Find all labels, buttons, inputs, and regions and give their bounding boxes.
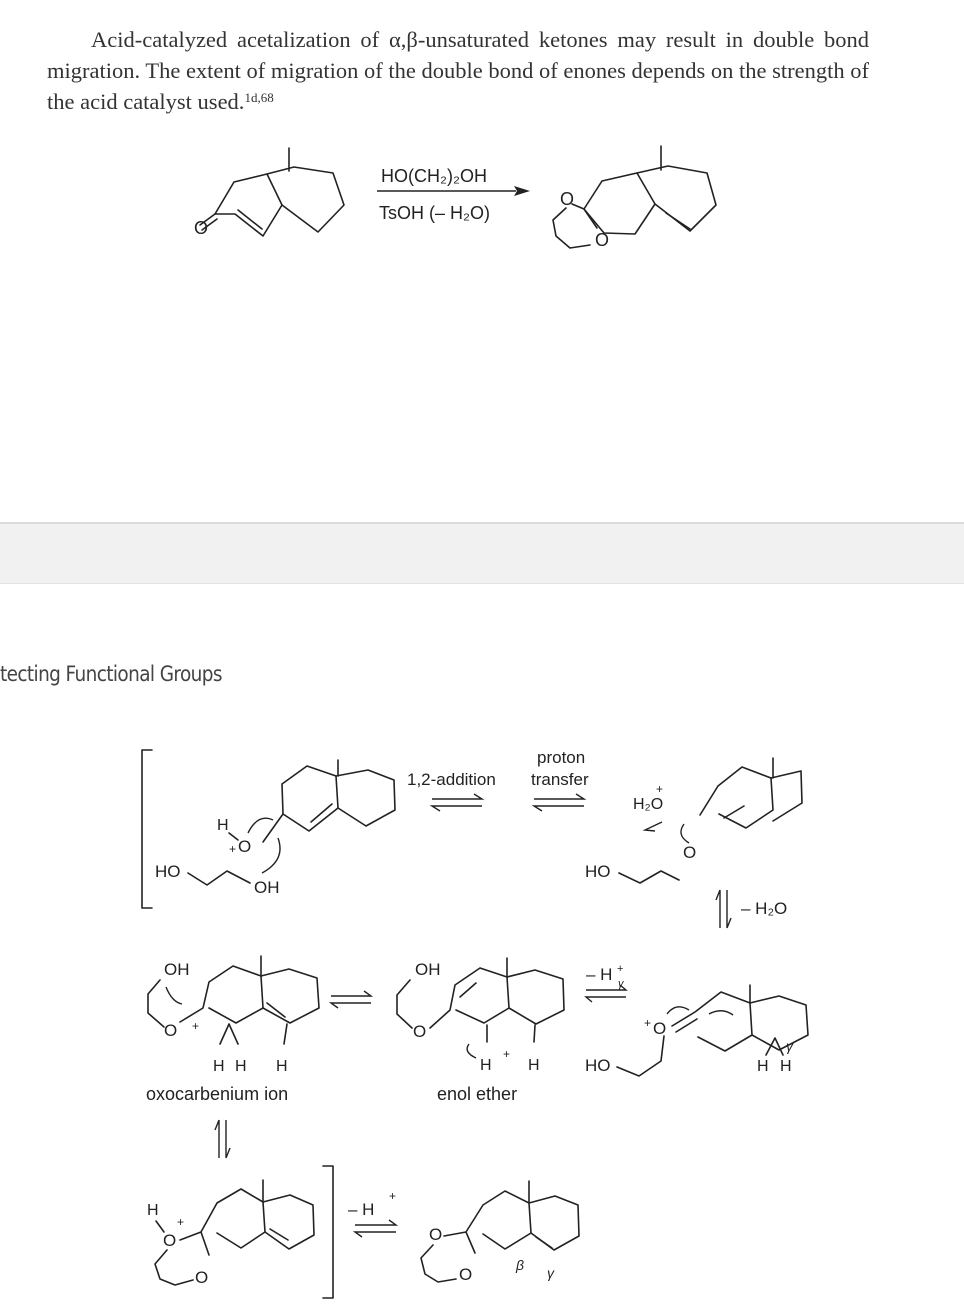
- h-gamma-2: H: [780, 1058, 792, 1075]
- final-o-1: O: [429, 1225, 442, 1244]
- arrows-row2: [328, 990, 374, 1009]
- plus-charge-5: +: [503, 1047, 510, 1061]
- gamma-label-1: γ: [786, 1038, 794, 1054]
- gamma-label-2: γ: [547, 1265, 555, 1281]
- minus-h-step: – H +: [348, 1189, 399, 1238]
- oxocarbenium-label: oxocarbenium ion: [146, 1084, 288, 1104]
- bracket-left: [141, 749, 153, 909]
- plus-charge-6: +: [192, 1019, 199, 1033]
- beta-label: β: [515, 1257, 524, 1273]
- ketal-o-lower: O: [195, 1268, 208, 1287]
- h-label-1: H: [217, 817, 229, 834]
- ketal-product: O O: [552, 145, 717, 250]
- oh-label: OH: [254, 878, 280, 897]
- final-o-2: O: [459, 1265, 472, 1284]
- h2o-label: H₂O: [633, 796, 663, 813]
- acetalization-arrow: HO(CH₂)₂OH TsOH (– H₂O): [377, 166, 530, 223]
- oh-label-3: OH: [164, 960, 190, 979]
- minus-h: – H: [348, 1200, 374, 1219]
- equilibrium-down-arrow: [214, 1119, 231, 1159]
- minus-water-step: – H₂O: [715, 889, 787, 929]
- ketal-o-charged: O: [163, 1231, 176, 1250]
- running-head: tecting Functional Groups: [0, 662, 223, 686]
- gamma-sub: γ: [618, 978, 625, 990]
- plus-charge-7: +: [177, 1215, 184, 1229]
- h-label-ketal: H: [147, 1202, 159, 1219]
- protonated-ketal-row3: H O + O: [147, 1179, 315, 1287]
- minus-water: – H₂O: [741, 899, 787, 918]
- oxocarbenium-row2: OH O + H H H oxocarbenium ion: [146, 955, 320, 1104]
- hemiketal-row1: HO O H₂O +: [585, 757, 803, 884]
- enone-reactant: O: [194, 147, 345, 238]
- body-paragraph: Acid-catalyzed acetalization of α,β-unsa…: [47, 24, 869, 117]
- paragraph-text: Acid-catalyzed acetalization of α,β-unsa…: [47, 27, 869, 114]
- plus-charge-2: +: [656, 782, 663, 796]
- ketone-o: O: [194, 218, 208, 238]
- step2-label-2: transfer: [531, 770, 589, 789]
- oxocarbenium-o: O: [164, 1021, 177, 1040]
- final-ketal-row3: O O β γ: [420, 1180, 580, 1284]
- plus-charge-3: +: [644, 1016, 651, 1030]
- enol-o: O: [413, 1022, 426, 1041]
- step1-label: 1,2-addition: [407, 770, 496, 789]
- enone-row1: [262, 759, 396, 843]
- catalyst-text: TsOH (– H₂O): [379, 203, 490, 223]
- enol-ether-label: enol ether: [437, 1084, 517, 1104]
- h-oxo-2: H: [235, 1058, 247, 1075]
- arrows-row1: 1,2-addition proton transfer: [407, 748, 589, 812]
- step2-label-1: proton: [537, 748, 585, 767]
- minus-h-gamma: – H: [586, 965, 612, 984]
- plus-charge-8: +: [389, 1189, 396, 1203]
- acetal-o-1: O: [560, 189, 574, 209]
- reagent-text: HO(CH₂)₂OH: [381, 166, 487, 186]
- ho-label-3: HO: [585, 1056, 611, 1075]
- acetal-o-2: O: [595, 230, 609, 250]
- h-oxo-1: H: [213, 1058, 225, 1075]
- ho-label: HO: [155, 862, 181, 881]
- oxonium-o: O: [653, 1019, 666, 1038]
- protonated-enone-row2: HO O + H H γ: [585, 984, 809, 1077]
- oh-label-2: OH: [415, 960, 441, 979]
- protonated-o: O: [238, 837, 251, 856]
- bracket-right: [322, 1165, 334, 1299]
- book-page-top: Acid-catalyzed acetalization of α,β-unsa…: [0, 0, 964, 522]
- plus-charge-4: +: [617, 963, 623, 975]
- h-gamma-1: H: [757, 1058, 769, 1075]
- ethylene-glycol-row1: HO OH H O +: [155, 817, 281, 897]
- plus-charge-1: +: [229, 842, 236, 856]
- h-oxo-3: H: [276, 1058, 288, 1075]
- enol-ether-row2: OH O H + H enol ether: [396, 957, 565, 1104]
- ho-label-2: HO: [585, 862, 611, 881]
- h-label-enol-1: H: [480, 1057, 492, 1074]
- citation-ref: 1d,68: [244, 90, 274, 105]
- page-separator: [0, 522, 964, 584]
- minus-h-gamma-step: – H + γ: [584, 963, 628, 1003]
- ring-o: O: [683, 843, 696, 862]
- h-label-enol-2: H: [528, 1057, 540, 1074]
